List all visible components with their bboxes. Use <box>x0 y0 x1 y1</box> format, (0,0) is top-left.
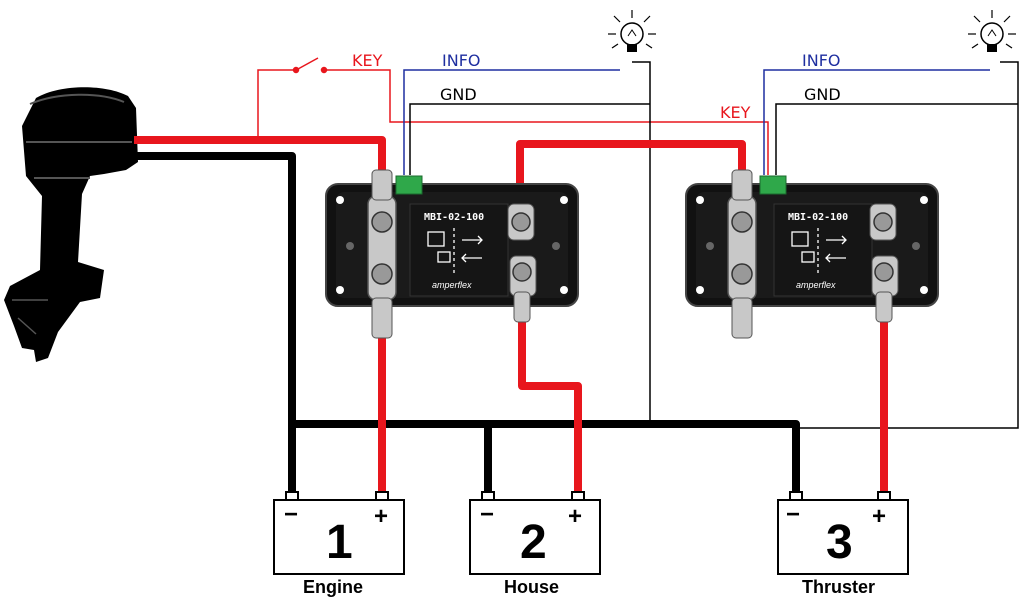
battery-3-number: 3 <box>826 516 853 569</box>
battery-2-number: 2 <box>520 516 547 569</box>
relay-model-1: MBI-02-100 <box>424 212 484 223</box>
battery-3-pos: + <box>872 503 886 530</box>
battery-3-neg: − <box>786 501 800 528</box>
positive-cable-motor <box>134 136 386 180</box>
positive-cable-house <box>518 318 582 500</box>
battery-house: − + 2 House <box>469 491 601 597</box>
outboard-motor-icon <box>4 87 138 362</box>
battery-2-pos: + <box>568 503 582 530</box>
info-wire-1 <box>403 69 620 175</box>
info-wire-2 <box>763 69 990 175</box>
key-switch-icon <box>257 57 769 175</box>
positive-cable-house-link <box>516 140 746 210</box>
battery-engine: − + 1 Engine <box>273 491 405 597</box>
key-label-1: KEY <box>352 51 383 70</box>
info-label-1: INFO <box>442 51 480 70</box>
relay-model-2: MBI-02-100 <box>788 212 848 223</box>
key-label-2: KEY <box>720 103 751 122</box>
lamp-wire-2 <box>800 61 1019 429</box>
battery-isolator-relay-2: MBI-02-100 amperflex <box>685 169 939 339</box>
battery-3-name: Thruster <box>802 577 875 597</box>
battery-1-name: Engine <box>303 577 363 597</box>
battery-thruster: − + 3 Thruster <box>777 491 909 597</box>
battery-2-name: House <box>504 577 559 597</box>
gnd-label-2: GND <box>804 85 841 104</box>
gnd-label-1: GND <box>440 85 477 104</box>
lightbulb-icon <box>968 10 1016 52</box>
lamp-wire-1 <box>632 61 651 420</box>
negative-cable-engine <box>134 152 296 500</box>
lightbulb-icon <box>608 10 656 52</box>
gnd-wire-2 <box>775 103 1018 175</box>
battery-1-number: 1 <box>326 516 353 569</box>
battery-1-neg: − <box>284 501 298 528</box>
battery-isolator-relay-1: MBI-02-100 amperflex <box>325 169 579 339</box>
negative-bus <box>292 420 800 500</box>
relay-brand-1: amperflex <box>432 280 472 290</box>
info-label-2: INFO <box>802 51 840 70</box>
relay-brand-2: amperflex <box>796 280 836 290</box>
battery-2-neg: − <box>480 501 494 528</box>
battery-1-pos: + <box>374 503 388 530</box>
gnd-wire-1 <box>409 103 650 175</box>
